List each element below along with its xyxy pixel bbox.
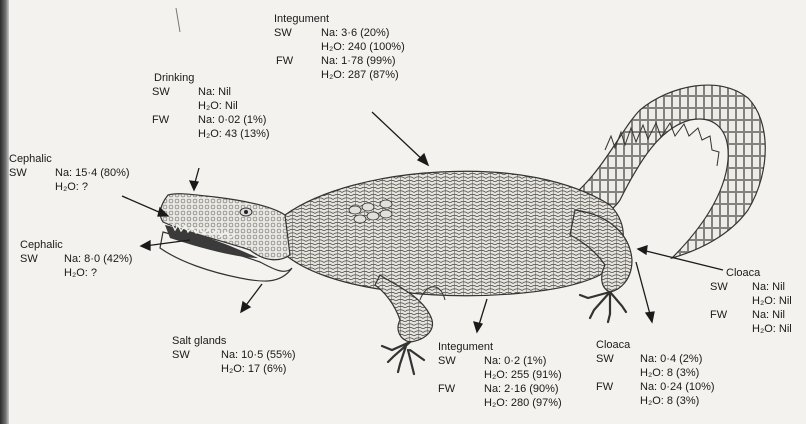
integument-top-fw-h2o: H₂O: 287 (87%) (274, 68, 405, 82)
drinking-sw-h2o: H₂O: Nil (152, 99, 270, 113)
drinking-fw-h2o: H₂O: 43 (13%) (152, 127, 270, 141)
label-integument-top: Integument SW Na: 3·6 (20%) H₂O: 240 (10… (274, 12, 405, 82)
label-cephalic-top: Cephalic SW Na: 15·4 (80%) H₂O: ? (9, 152, 88, 194)
cloaca-right-title: Cloaca (710, 266, 792, 280)
drinking-fw: FW (152, 114, 169, 126)
label-cloaca-right: Cloaca SW Na: Nil H₂O: Nil FW Na: Nil H₂… (710, 266, 792, 336)
cloaca-right-sw-h2o: H₂O: Nil (710, 294, 792, 308)
salt-glands-sw: SW (172, 349, 190, 361)
cephalic-top-na: Na: 15·4 (80%) (55, 166, 130, 180)
cloaca-right-fw: FW (710, 309, 727, 321)
integument-top-sw: SW (274, 27, 292, 39)
cloaca-bottom-sw-na: Na: 0·4 (2%) (640, 352, 702, 366)
integument-bottom-sw-h2o: H₂O: 255 (91%) (438, 368, 562, 382)
integument-bottom-sw-na: Na: 0·2 (1%) (484, 354, 546, 368)
salt-glands-na: Na: 10·5 (55%) (221, 348, 296, 362)
cloaca-right-fw-na: Na: Nil (752, 308, 785, 322)
cloaca-bottom-title: Cloaca (596, 338, 699, 352)
drinking-fw-na: Na: 0·02 (1%) (198, 113, 266, 127)
integument-bottom-fw-h2o: H₂O: 280 (97%) (438, 396, 562, 410)
cephalic-top-sw: SW (9, 167, 27, 179)
cloaca-bottom-sw-h2o: H₂O: 8 (3%) (596, 366, 699, 380)
hind-foot-claws (580, 292, 626, 322)
cloaca-bottom-sw: SW (596, 353, 614, 365)
cephalic-bottom-h2o: H₂O: ? (20, 266, 97, 280)
cloaca-bottom-fw-na: Na: 0·24 (10%) (640, 380, 715, 394)
label-cloaca-bottom: Cloaca SW Na: 0·4 (2%) H₂O: 8 (3%) FW Na… (596, 338, 699, 408)
salt-glands-title: Salt glands (172, 334, 286, 348)
cephalic-bottom-title: Cephalic (20, 238, 97, 252)
cephalic-bottom-na: Na: 8·0 (42%) (64, 252, 132, 266)
integument-top-title: Integument (274, 12, 405, 26)
front-foot-claws (382, 342, 424, 374)
integument-bottom-title: Integument (438, 340, 562, 354)
cloaca-right-fw-h2o: H₂O: Nil (710, 322, 792, 336)
label-integument-bottom: Integument SW Na: 0·2 (1%) H₂O: 255 (91%… (438, 340, 562, 410)
cephalic-top-h2o: H₂O: ? (9, 180, 88, 194)
arrow-cloaca-bottom (636, 262, 651, 318)
drinking-sw: SW (152, 86, 170, 98)
integument-bottom-fw-na: Na: 2·16 (90%) (484, 382, 559, 396)
label-drinking: Drinking SW Na: Nil H₂O: Nil FW Na: 0·02… (152, 71, 270, 141)
arrow-integument-top (372, 112, 425, 162)
integument-top-sw-na: Na: 3·6 (20%) (321, 26, 389, 40)
integument-top-sw-h2o: H₂O: 240 (100%) (274, 40, 405, 54)
cloaca-right-sw-na: Na: Nil (752, 280, 785, 294)
drinking-title: Drinking (152, 71, 270, 85)
label-salt-glands: Salt glands SW Na: 10·5 (55%) H₂O: 17 (6… (172, 334, 286, 376)
cephalic-top-title: Cephalic (9, 152, 88, 166)
integument-bottom-fw: FW (438, 383, 455, 395)
integument-bottom-sw: SW (438, 355, 456, 367)
cloaca-bottom-fw: FW (596, 381, 613, 393)
salt-glands-h2o: H₂O: 17 (6%) (172, 362, 286, 376)
cloaca-bottom-fw-h2o: H₂O: 8 (3%) (596, 394, 699, 408)
cephalic-bottom-sw: SW (20, 253, 38, 265)
integument-top-fw-na: Na: 1·78 (99%) (321, 54, 396, 68)
cloaca-right-sw: SW (710, 281, 728, 293)
drinking-sw-na: Na: Nil (198, 85, 231, 99)
label-cephalic-bottom: Cephalic SW Na: 8·0 (42%) H₂O: ? (20, 238, 97, 280)
integument-top-fw: FW (274, 55, 293, 67)
